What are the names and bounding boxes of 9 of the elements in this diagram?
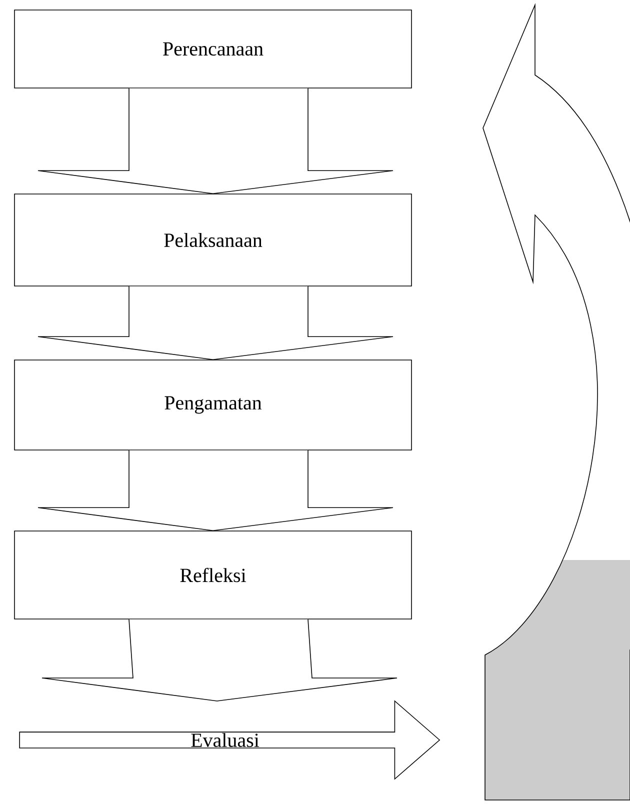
process-box: Refleksi bbox=[14, 530, 412, 620]
block-arrow bbox=[38, 450, 394, 531]
block-arrow bbox=[38, 88, 394, 194]
process-box: Pelaksanaan bbox=[14, 194, 412, 286]
process-box: Perencanaan bbox=[14, 10, 412, 88]
block-arrow bbox=[42, 619, 398, 702]
curved-arrow bbox=[482, 4, 630, 800]
process-box: Pengamatan bbox=[14, 360, 412, 450]
block-arrow bbox=[38, 286, 394, 360]
